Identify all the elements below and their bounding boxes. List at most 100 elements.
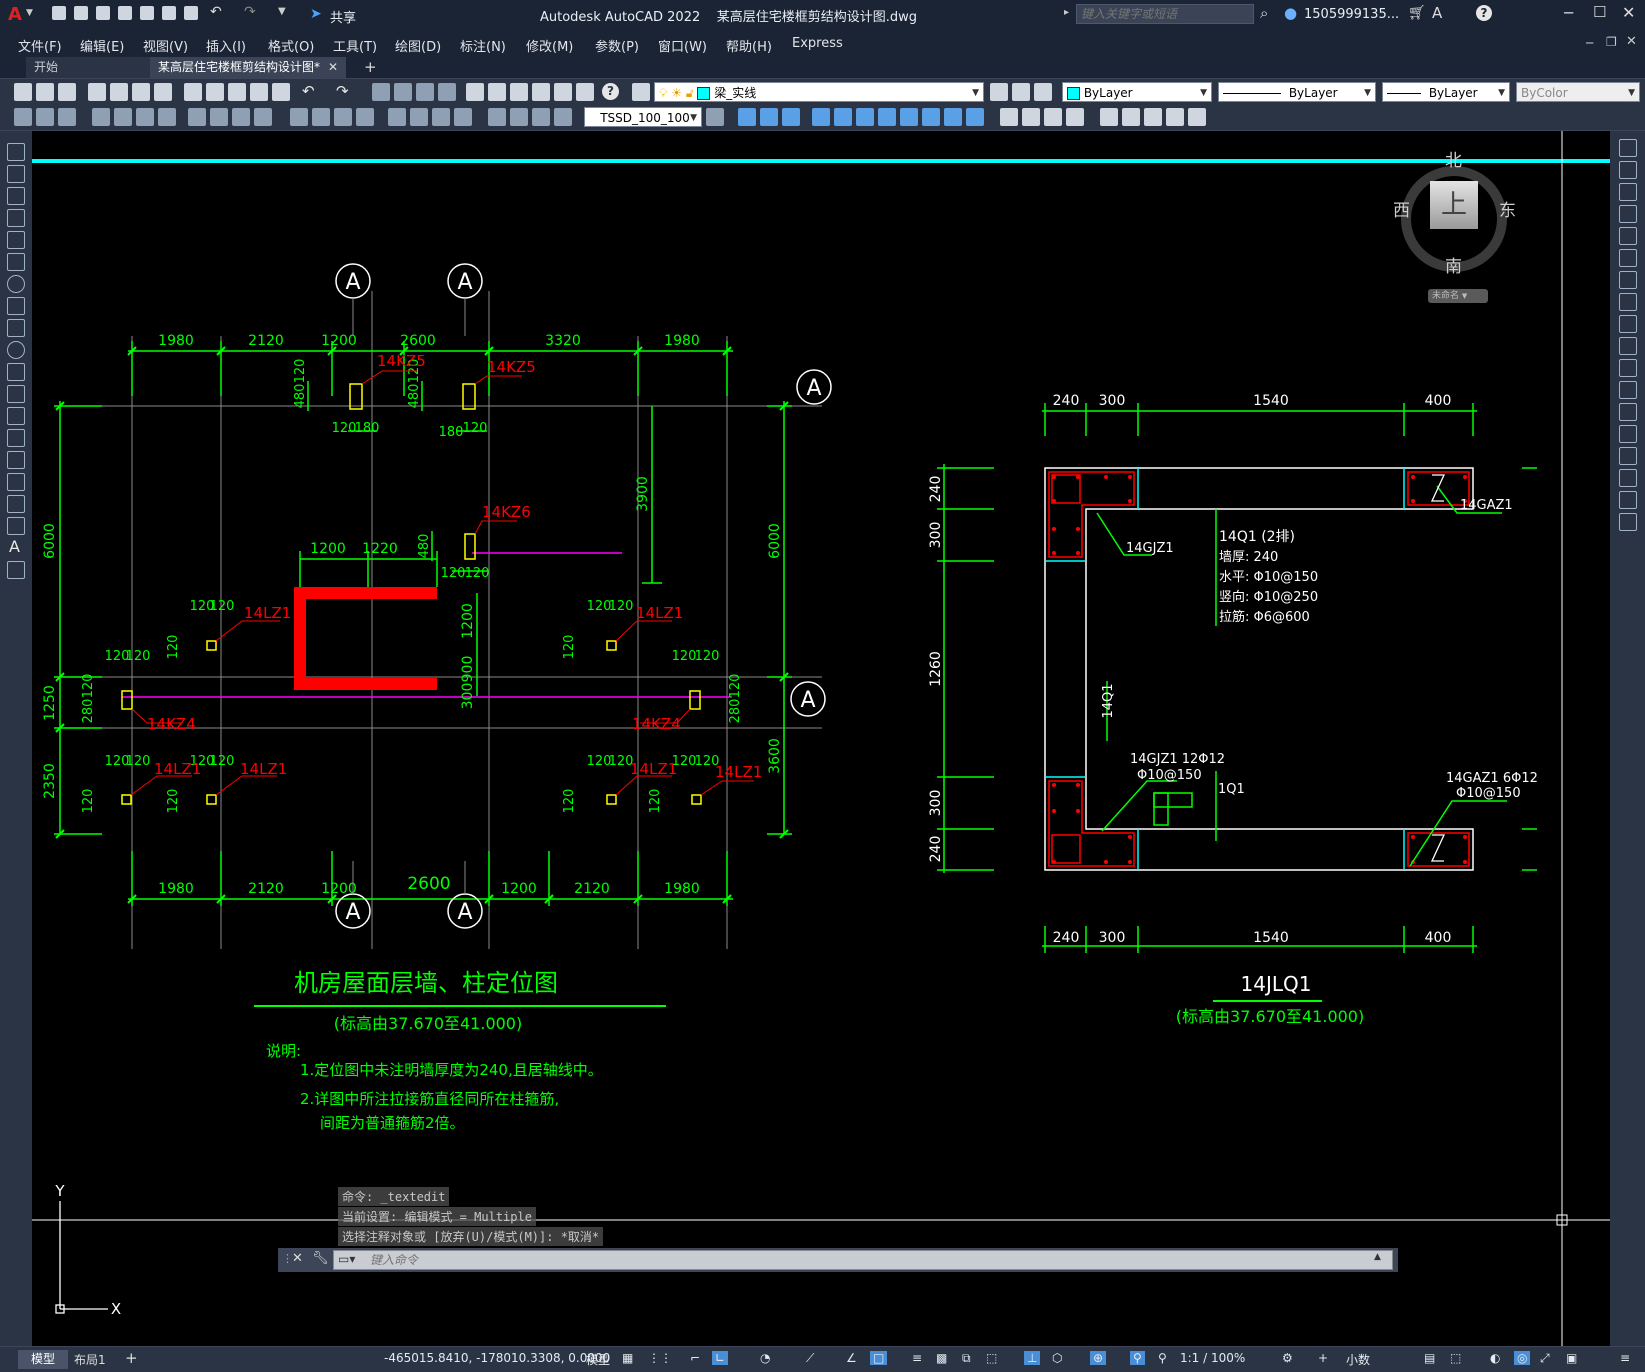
menu-draw[interactable]: 绘图(D): [395, 40, 442, 55]
menu-edit[interactable]: 编辑(E): [80, 40, 125, 55]
tb-mod-4-icon[interactable]: [812, 108, 830, 126]
annotation-visibility-icon[interactable]: ⚲: [1130, 1351, 1145, 1365]
construction-line-icon[interactable]: [7, 165, 25, 183]
polyline-icon[interactable]: [7, 187, 25, 205]
viewcube-top-face[interactable]: 上: [1430, 181, 1478, 229]
tb-mod-11-icon[interactable]: [966, 108, 984, 126]
tb-dim-diameter-icon[interactable]: [158, 108, 176, 126]
tb-dim-reassoc-icon[interactable]: [554, 108, 572, 126]
search-input[interactable]: [1076, 4, 1254, 24]
tb-layer-previous-icon[interactable]: [1012, 83, 1030, 101]
app-menu-chevron-icon[interactable]: ▼: [26, 8, 33, 18]
doc-minimize-icon[interactable]: ─: [1586, 36, 1594, 50]
graphics-performance-icon[interactable]: ◎: [1514, 1351, 1531, 1365]
user-icon[interactable]: ●: [1284, 4, 1298, 22]
open-web-icon[interactable]: [162, 6, 176, 20]
menu-help[interactable]: 帮助(H): [726, 40, 772, 55]
tb-dimstyle-manager-icon[interactable]: [706, 108, 724, 126]
tb-sheet-set-icon[interactable]: [532, 83, 550, 101]
menu-file[interactable]: 文件(F): [18, 40, 62, 55]
tb-dim-aligned-icon[interactable]: [36, 108, 54, 126]
tb-mod-1-icon[interactable]: [738, 108, 756, 126]
tb-dim-override-icon[interactable]: [532, 108, 550, 126]
selection-filter-icon[interactable]: ⬡: [1052, 1351, 1063, 1365]
tb-mod-20-icon[interactable]: [1188, 108, 1206, 126]
tb-dim-angular-icon[interactable]: [188, 108, 206, 126]
autocad-logo-icon[interactable]: A: [8, 4, 22, 25]
add-selected-icon[interactable]: [7, 561, 25, 579]
tb-dim-edit-icon[interactable]: [432, 108, 450, 126]
tb-dim-space-icon[interactable]: [290, 108, 308, 126]
clean-screen-icon[interactable]: ⤢: [1540, 1351, 1550, 1365]
break-icon[interactable]: [1619, 403, 1637, 421]
new-file-icon[interactable]: [52, 6, 66, 20]
share-icon[interactable]: ➤: [310, 6, 322, 22]
search-icon[interactable]: ⌕: [1260, 4, 1269, 22]
menu-express[interactable]: Express: [792, 36, 843, 51]
join-icon[interactable]: [1619, 425, 1637, 443]
lineweight-icon[interactable]: ≡: [912, 1351, 923, 1365]
dimstyle-dropdown[interactable]: TSSD_100_100 ▼: [584, 107, 702, 127]
command-customize-icon[interactable]: 🔧︎: [312, 1251, 329, 1266]
tb-copy-icon[interactable]: [206, 83, 224, 101]
tab-start[interactable]: 开始: [26, 57, 152, 78]
mirror-icon[interactable]: [1619, 183, 1637, 201]
tab-layout1[interactable]: 布局1: [74, 1353, 106, 1367]
tb-save-icon[interactable]: [58, 83, 76, 101]
tb-publish-icon[interactable]: [132, 83, 150, 101]
tb-mod-19-icon[interactable]: [1166, 108, 1184, 126]
tb-dim-jogged-icon[interactable]: [136, 108, 154, 126]
user-name[interactable]: 1505999135...: [1304, 7, 1400, 22]
tb-markup-icon[interactable]: [554, 83, 572, 101]
tb-inspect-icon[interactable]: [388, 108, 406, 126]
snap-icon[interactable]: ⋮⋮: [648, 1351, 672, 1365]
command-recent-icon[interactable]: ▲: [1374, 1252, 1381, 1262]
tb-dim-radius-icon[interactable]: [114, 108, 132, 126]
tb-mod-13-icon[interactable]: [1022, 108, 1040, 126]
blend-curves-icon[interactable]: [1619, 491, 1637, 509]
tb-mod-17-icon[interactable]: [1122, 108, 1140, 126]
tb-mod-9-icon[interactable]: [922, 108, 940, 126]
tb-mod-2-icon[interactable]: [760, 108, 778, 126]
stretch-icon[interactable]: [1619, 315, 1637, 333]
tb-zoom-window-icon[interactable]: [416, 83, 434, 101]
erase-icon[interactable]: [1619, 139, 1637, 157]
circle-icon[interactable]: [7, 275, 25, 293]
add-layout-icon[interactable]: +: [125, 1349, 138, 1367]
viewcube-west[interactable]: 西: [1393, 201, 1410, 221]
viewcube-south[interactable]: 南: [1445, 257, 1462, 277]
tb-zoom-previous-icon[interactable]: [438, 83, 456, 101]
tb-dim-baseline-icon[interactable]: [232, 108, 250, 126]
tb-cut-icon[interactable]: [184, 83, 202, 101]
scale-icon[interactable]: [1619, 293, 1637, 311]
tb-dim-ordinate-icon[interactable]: [92, 108, 110, 126]
offset-icon[interactable]: [1619, 205, 1637, 223]
menu-modify[interactable]: 修改(M): [526, 40, 574, 55]
tb-dim-continue-icon[interactable]: [254, 108, 272, 126]
redo-icon[interactable]: ↷: [244, 4, 256, 20]
tb-new-icon[interactable]: [14, 83, 32, 101]
isodraft-icon[interactable]: ⟋: [806, 1351, 815, 1365]
copy-object-icon[interactable]: [1619, 161, 1637, 179]
grid-icon[interactable]: ▦: [622, 1351, 634, 1365]
lineweight-dropdown[interactable]: ByLayer ▼: [1382, 82, 1510, 102]
tb-pan-icon[interactable]: [372, 83, 390, 101]
tb-mod-14-icon[interactable]: [1044, 108, 1062, 126]
share-button[interactable]: 共享: [330, 11, 357, 26]
tb-mod-12-icon[interactable]: [1000, 108, 1018, 126]
maximize-icon[interactable]: ☐: [1593, 3, 1607, 21]
auto-scale-icon[interactable]: ⚲: [1158, 1351, 1167, 1365]
isolate-objects-icon[interactable]: ◐: [1490, 1351, 1501, 1365]
infer-constraints-icon[interactable]: ⌐: [690, 1351, 701, 1365]
quick-properties-icon[interactable]: ▤: [1424, 1351, 1436, 1365]
tb-layer-states-icon[interactable]: [1034, 83, 1052, 101]
tb-paste-icon[interactable]: [228, 83, 246, 101]
object-snap-tracking-icon[interactable]: ∠: [846, 1351, 857, 1365]
command-input[interactable]: [333, 1250, 1393, 1270]
tab-model[interactable]: 模型: [18, 1350, 68, 1369]
move-icon[interactable]: [1619, 249, 1637, 267]
tb-mod-7-icon[interactable]: [878, 108, 896, 126]
annotation-monitor-icon[interactable]: +: [1318, 1351, 1329, 1365]
cart-icon[interactable]: 🛒︎: [1408, 5, 1426, 21]
tb-mod-5-icon[interactable]: [834, 108, 852, 126]
